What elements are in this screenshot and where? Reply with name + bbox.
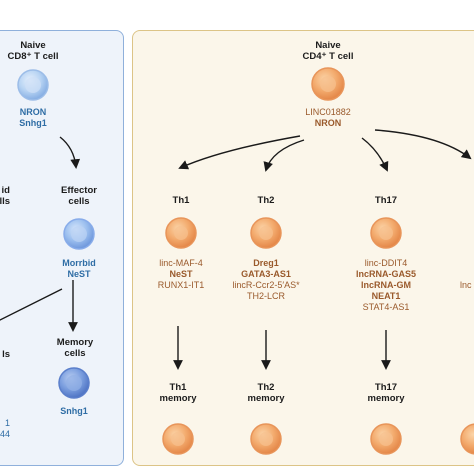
cd8-naive-label-1: Naive xyxy=(20,40,46,51)
cd8-left-bottom-gene-2: 44 xyxy=(0,429,10,439)
th2-cell xyxy=(250,217,282,249)
th2-memory-cell xyxy=(250,423,282,455)
th1-label: Th1 xyxy=(172,195,190,206)
cd4-naive-label-1: Naive xyxy=(315,40,341,51)
cd8-memory-label-1: Memory xyxy=(56,337,94,348)
cd4-panel xyxy=(132,30,474,466)
th1-cell xyxy=(165,217,197,249)
cd8-left-label-1: id xyxy=(1,185,10,196)
th17-cell xyxy=(370,217,402,249)
cd4-naive-gene-linc01882: LINC01882 xyxy=(305,107,351,117)
cd8-effector-label-2: cells xyxy=(68,196,90,207)
offscreen-lineage-gene: lnc xyxy=(460,280,472,290)
th1-gene-linc-maf-4: linc-MAF-4 xyxy=(159,258,203,268)
th2-memory-label-2: memory xyxy=(247,393,285,404)
offscreen-memory-cell xyxy=(460,423,474,455)
th2-gene-gata3-as1: GATA3-AS1 xyxy=(241,269,291,279)
cd4-naive-label-2: CD4⁺ T cell xyxy=(302,51,354,62)
cd8-left-bottom-label: ls xyxy=(2,349,10,360)
cd8-panel xyxy=(0,30,124,466)
cd8-naive-gene-nron: NRON xyxy=(19,107,47,117)
th1-gene-runx1-it1: RUNX1-IT1 xyxy=(157,280,205,290)
cd8-naive-gene-snhg1: Snhg1 xyxy=(19,118,47,128)
th1-gene-nest: NeST xyxy=(169,269,193,279)
arrow-naive-to-effector xyxy=(59,136,81,169)
cd8-memory-gene-snhg1: Snhg1 xyxy=(60,406,88,416)
th1-memory-label-2: memory xyxy=(159,393,197,404)
arrow-naive-to-offscreen xyxy=(374,129,472,160)
th2-memory-label-1: Th2 xyxy=(257,382,275,393)
th17-gene-stat4-as1: STAT4-AS1 xyxy=(362,302,410,312)
cd8-effector-gene-nest: NeST xyxy=(67,269,91,279)
arrow-naive-to-th17 xyxy=(361,137,389,172)
th2-gene-th2-lcr: TH2-LCR xyxy=(246,291,285,301)
th17-gene-neat1: NEAT1 xyxy=(371,291,401,301)
th2-label: Th2 xyxy=(257,195,275,206)
cd4-naive-gene-nron: NRON xyxy=(314,118,342,128)
th2-gene-lincr-ccr2: lincR-Ccr2-5′AS* xyxy=(232,280,300,290)
cd8-naive-label-2: CD8⁺ T cell xyxy=(7,51,59,62)
th2-gene-dreg1: Dreg1 xyxy=(253,258,279,268)
arrow-naive-to-th1 xyxy=(178,135,301,170)
cd8-memory-label-2: cells xyxy=(64,348,86,359)
th17-gene-lncrna-gm: lncRNA-GM xyxy=(361,280,411,290)
th1-memory-cell xyxy=(162,423,194,455)
th17-memory-label-1: Th17 xyxy=(374,382,398,393)
th17-memory-cell xyxy=(370,423,402,455)
cd8-effector-gene-morrbid: Morrbid xyxy=(62,258,96,268)
th17-gene-lncrna-gas5: lncRNA-GAS5 xyxy=(355,269,416,279)
cd8-naive-cell xyxy=(17,69,49,101)
cd8-effector-cell xyxy=(63,218,95,250)
th1-memory-label-1: Th1 xyxy=(169,382,187,393)
arrow-naive-to-th2 xyxy=(263,139,305,172)
th17-label: Th17 xyxy=(374,195,398,206)
cd8-left-label-2: lls xyxy=(0,196,10,207)
cd4-naive-cell xyxy=(311,67,345,101)
cd8-left-bottom-gene-1: 1 xyxy=(4,418,10,428)
line-effector-to-left xyxy=(0,288,63,321)
th17-memory-label-2: memory xyxy=(367,393,405,404)
cd8-effector-label-1: Effector xyxy=(61,185,97,196)
th17-gene-linc-ddit4: linc-DDIT4 xyxy=(364,258,408,268)
cd8-memory-cell xyxy=(58,367,90,399)
